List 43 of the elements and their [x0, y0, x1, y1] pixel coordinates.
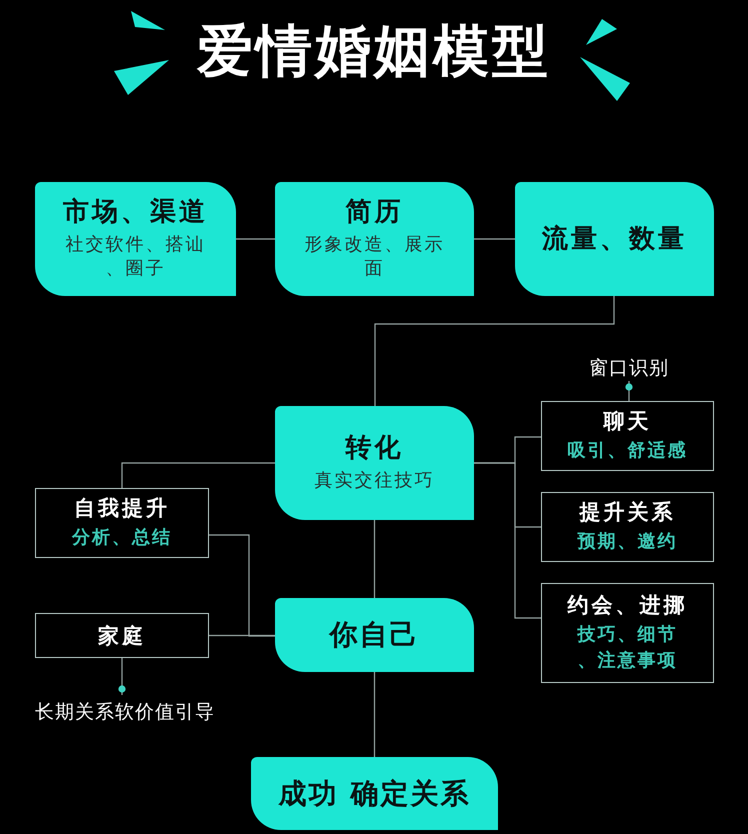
connector-line	[209, 634, 275, 636]
connector-line	[374, 672, 376, 757]
connector-line	[121, 462, 275, 488]
annotation-text: 长期关系软价值引导	[30, 695, 220, 723]
leader-line	[118, 658, 126, 695]
annotation-text: 窗口识别	[586, 357, 672, 381]
box-subtitle: 分析、总结	[72, 526, 172, 550]
step-card	[275, 182, 474, 296]
card-title: 你自己	[330, 619, 420, 651]
box-title: 提升关系	[580, 499, 676, 525]
card-title: 简历	[346, 197, 404, 227]
detail-box	[541, 492, 714, 562]
card-title: 转化	[346, 433, 404, 463]
box-title: 家庭	[98, 622, 146, 648]
card-title: 市场、渠道	[63, 197, 208, 227]
card-subtitle: 真实交往技巧	[314, 469, 436, 493]
box-subtitle: 预期、邀约	[578, 530, 678, 554]
connector-line	[374, 520, 376, 598]
card-subtitle: 社交软件、搭讪、圈子	[64, 233, 206, 281]
card-title: 成功 确定关系	[278, 778, 470, 810]
connector-line	[209, 534, 275, 637]
page-title: 爱情婚姻模型	[197, 22, 551, 82]
box-title: 约会、进挪	[568, 592, 688, 618]
connector-line	[374, 296, 615, 406]
detail-box	[541, 583, 714, 683]
box-subtitle: 技巧、细节、注意事项	[576, 623, 678, 673]
step-card	[275, 406, 474, 520]
step-card	[275, 598, 474, 672]
detail-box	[35, 488, 209, 558]
step-card	[251, 757, 498, 830]
box-title: 自我提升	[74, 495, 170, 521]
card-subtitle: 形象改造、展示面	[304, 233, 446, 281]
step-card	[35, 182, 236, 296]
connector-line	[474, 238, 515, 240]
connector-line	[236, 238, 275, 240]
detail-box	[541, 401, 714, 471]
card-title: 流量、数量	[542, 224, 687, 254]
step-card	[515, 182, 714, 296]
connector-line	[474, 462, 541, 619]
detail-box	[35, 613, 209, 658]
box-subtitle: 吸引、舒适感	[568, 439, 688, 463]
leader-line	[625, 381, 633, 401]
box-title: 聊天	[604, 408, 652, 434]
